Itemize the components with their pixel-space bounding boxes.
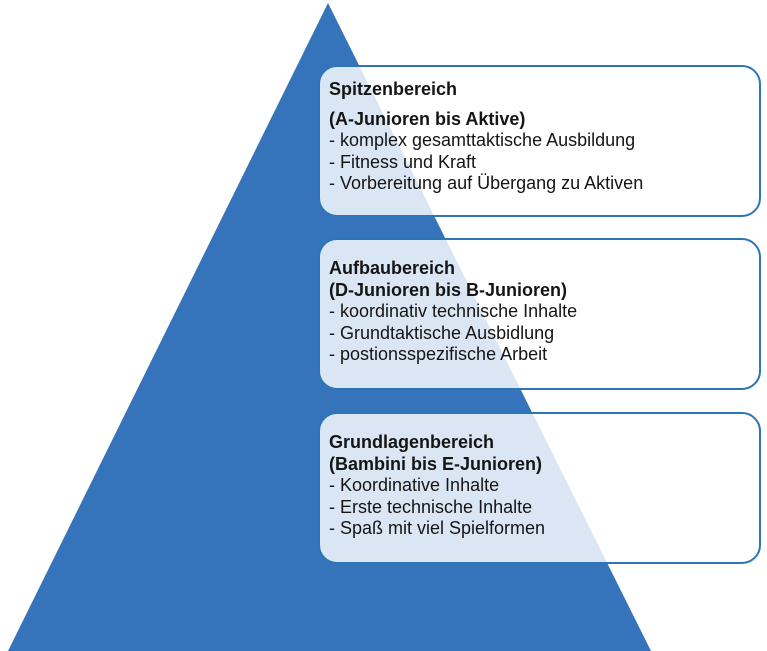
level-card-grundlagenbereich: Grundlagenbereich (Bambini bis E-Juniore…	[318, 412, 761, 564]
level-item: - Spaß mit viel Spielformen	[329, 518, 546, 538]
level-title: Aufbaubereich	[329, 258, 456, 278]
level-subtitle: (Bambini bis E-Junioren)	[329, 453, 543, 474]
level-item: - koordinativ technische Inhalte	[329, 301, 578, 321]
level-item: - Fitness und Kraft	[329, 151, 477, 172]
level-card-aufbaubereich: Aufbaubereich (D-Junioren bis B-Junioren…	[318, 238, 761, 390]
level-item: - Grundtaktische Ausbidlung	[329, 322, 555, 343]
level-title: Spitzenbereich	[329, 79, 458, 99]
level-item: - komplex gesamttaktische Ausbildung	[329, 130, 636, 150]
level-subtitle: (D-Junioren bis B-Junioren)	[329, 279, 567, 300]
level-item: - Erste technische Inhalte	[329, 496, 533, 517]
level-title: Grundlagenbereich	[329, 432, 495, 452]
level-item: - Koordinative Inhalte	[329, 475, 500, 495]
level-subtitle: (A-Junioren bis Aktive)	[329, 108, 526, 129]
level-item: - postionsspezifische Arbeit	[329, 344, 548, 364]
level-item: - Vorbereitung auf Übergang zu Aktiven	[329, 173, 644, 193]
level-card-spitzenbereich: Spitzenbereich (A-Junioren bis Aktive) -…	[318, 65, 761, 217]
